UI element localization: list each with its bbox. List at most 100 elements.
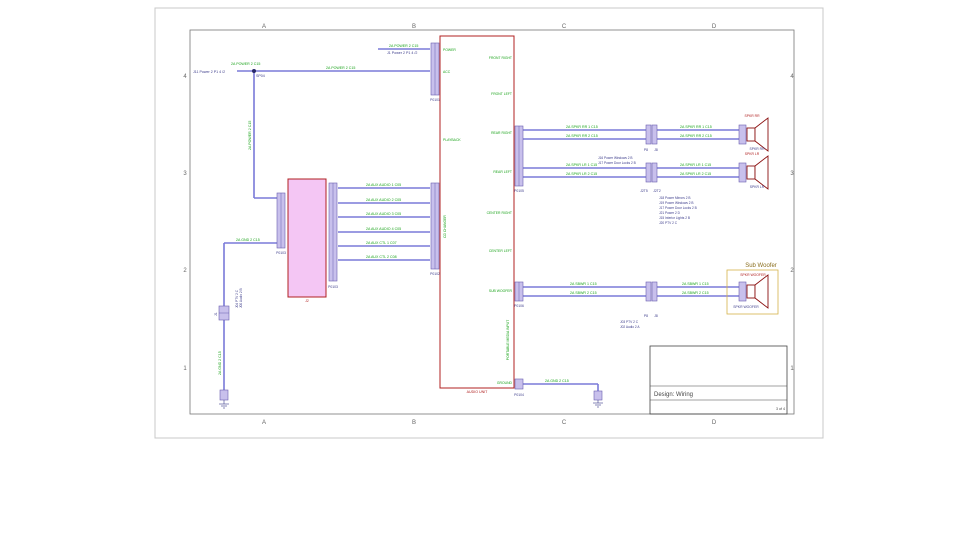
row-label-left-2: 2 xyxy=(183,268,187,274)
row-label-left-4: 4 xyxy=(183,74,187,80)
pin-label-front-left: FRONT LEFT xyxy=(491,92,512,96)
inline-connector-rear-left-label: J2T5 xyxy=(640,189,648,193)
pin-label-ground: GROUND xyxy=(497,381,513,385)
sheet-outer-border xyxy=(154,7,824,439)
svg-text:J19 Power Windows 2 B: J19 Power Windows 2 B xyxy=(659,201,694,205)
connector-p0104-label: P0104 xyxy=(514,393,524,397)
pin-label-center-left: CENTER LEFT xyxy=(489,249,512,253)
inline-connector-sub-left-label: P8 xyxy=(644,314,648,318)
sub-woofer-frame xyxy=(726,269,779,315)
pin-label-cd-changer: CD CHANGER xyxy=(443,215,447,238)
wire-label-rear-2: 2A SPKR LR 2 C15 xyxy=(566,172,597,176)
col-label-top-d: D xyxy=(712,24,717,30)
wire-label-power-top-1: 2A POWER 2 C15 xyxy=(389,44,418,48)
speaker-sub-icon[interactable] xyxy=(738,274,769,309)
inline-connector-rear-right-label: J2T2 xyxy=(653,189,661,193)
speaker-rr-ref: SPKR RR xyxy=(749,147,765,151)
connector-p0105-label: P0105 xyxy=(514,189,524,193)
wire-label-power-left: J11 Power 2 P1 4 /2 xyxy=(193,70,225,74)
pin-label-sub-woofer: SUB WOOFER xyxy=(489,289,513,293)
svg-text:J18 Power Mirrors 2 B: J18 Power Mirrors 2 B xyxy=(659,196,691,200)
left-connector-notes: J04 PTV 2 CJ00 Audio 2 B xyxy=(235,288,243,308)
connector-p0103-right-label: P0103 xyxy=(328,285,338,289)
pin-label-power: POWER xyxy=(443,48,456,52)
inline-connector-rear[interactable] xyxy=(645,162,658,183)
wire-label-gnd-right: 2A GND 2 C15 xyxy=(545,379,569,383)
sub-woofer-title: Sub Woofer xyxy=(745,263,777,269)
wire-label-module-3: 2A AUX AUDIO 3 C05 xyxy=(366,212,401,216)
wire-label-rear-3: 2A SPKR LR 1 C15 xyxy=(680,163,711,167)
wires xyxy=(223,48,739,392)
connector-p0102-label: P0102 xyxy=(430,272,440,276)
module-j2-label: J2 xyxy=(305,299,309,303)
ground-connector-left[interactable] xyxy=(219,389,229,401)
row-label-left-3: 3 xyxy=(183,171,187,177)
svg-text:J17 Power Door Locks 2 B: J17 Power Door Locks 2 B xyxy=(659,206,697,210)
title-design: Design: Wiring xyxy=(654,392,693,398)
pin-label-playback: PLAYBACK xyxy=(443,138,461,142)
pin-label-rear-left: REAR LEFT xyxy=(493,170,512,174)
col-label-bottom-a: A xyxy=(262,420,266,426)
splice-label: SP04 xyxy=(256,74,265,78)
notes-right-block: J18 Power Mirrors 2 B J19 Power Windows … xyxy=(659,196,697,225)
ground-icon-right xyxy=(593,400,603,408)
svg-text:J15 Interior Lights 2 B: J15 Interior Lights 2 B xyxy=(659,216,690,220)
inline-connector-sub[interactable] xyxy=(645,281,658,302)
pin-label-center-right: CENTER RIGHT xyxy=(487,211,512,215)
wire-label-gnd-vert: 2A GND 2 C15 xyxy=(218,351,222,375)
row-label-left-1: 1 xyxy=(183,366,187,372)
col-label-top-a: A xyxy=(262,24,266,30)
ground-icon-left xyxy=(219,400,229,409)
wire-label-power-mid: 2A POWER 2 C15 xyxy=(231,62,260,66)
wire-label-module-5: 2A AUX CTL 1 C07 xyxy=(366,241,397,245)
pin-label-rear-right: REAR RIGHT xyxy=(491,131,512,135)
wire-label-power-top-2: J1 Power 2 P1 4 /2 xyxy=(387,51,417,55)
wire-label-front-1: 2A SPKR RR 1 C15 xyxy=(566,125,598,129)
connector-p0104[interactable] xyxy=(514,378,524,390)
svg-text:J02 Audio 2 A: J02 Audio 2 A xyxy=(620,325,640,329)
wire-label-front-4: 2A SPKR RR 2 C15 xyxy=(680,134,712,138)
wire-label-sub-4: 2A SBWR 2 C15 xyxy=(682,291,709,295)
row-label-right-2: 2 xyxy=(790,268,794,274)
row-label-right-3: 3 xyxy=(790,171,794,177)
splice-dot xyxy=(252,69,256,73)
row-label-right-1: 1 xyxy=(790,366,794,372)
connector-p0103-label: P0103 xyxy=(276,251,286,255)
pin-label-portable-media: PORTABLE MEDIA INPUT xyxy=(506,320,510,360)
inline-connector-front-right-label: J8 xyxy=(654,148,658,152)
wire-labels: 2A POWER 2 C15 J1 Power 2 P1 4 /2 J11 Po… xyxy=(193,44,712,383)
wire-label-module-6: 2A AUX CTL 2 C08 xyxy=(366,255,397,259)
speaker-rl-icon[interactable] xyxy=(738,155,769,190)
wire-label-gnd: 2A GND 2 C15 xyxy=(236,238,260,242)
speaker-rr-icon[interactable] xyxy=(738,117,769,152)
inline-connector-front[interactable] xyxy=(645,124,658,145)
wire-label-rear-4: 2A SPKR LR 2 C15 xyxy=(680,172,711,176)
wire-label-sub-3: 2A SBWR 1 C15 xyxy=(682,282,709,286)
notes-mid-1: J16 Power Windows 2 B xyxy=(598,156,633,160)
wire-label-power-right: 2A POWER 2 C15 xyxy=(326,66,355,70)
col-label-bottom-d: D xyxy=(712,420,717,426)
wire-label-module-2: 2A AUX AUDIO 2 C05 xyxy=(366,198,401,202)
left-connector-name: J1 xyxy=(214,312,218,316)
title-block xyxy=(649,345,788,415)
speaker-rl-ref: SPKR LR xyxy=(750,185,765,189)
wire-label-sub-2: 2A SBWR 2 C15 xyxy=(570,291,597,295)
svg-text:J20 PTV 2 C: J20 PTV 2 C xyxy=(659,221,678,225)
wire-label-sub-1: 2A SBWR 1 C15 xyxy=(570,282,597,286)
wire-label-vertical: 2A POWER 2 C15 xyxy=(248,121,252,150)
wire-label-front-3: 2A SPKR RR 1 C15 xyxy=(680,125,712,129)
pin-label-acc: ACC xyxy=(443,70,451,74)
notes-sub: J03 PTV 2 C J02 Audio 2 A xyxy=(620,320,640,329)
ground-connector-right[interactable] xyxy=(593,390,603,401)
speaker-rr-label: SPKR RR xyxy=(744,114,760,118)
audio-unit-left-pin-labels: POWER ACC PLAYBACK CD CHANGER xyxy=(443,48,461,238)
audio-unit[interactable] xyxy=(439,35,515,389)
module-j2[interactable] xyxy=(287,178,327,298)
connector-p0101-label: P0101 xyxy=(430,98,440,102)
pin-label-front-right: FRONT RIGHT xyxy=(489,56,512,60)
wire-label-front-2: 2A SPKR RR 2 C15 xyxy=(566,134,598,138)
inline-connector-sub-right-label: J8 xyxy=(654,314,658,318)
wire-label-module-1: 2A AUX AUDIO 1 C05 xyxy=(366,183,401,187)
col-label-top-b: B xyxy=(412,24,416,30)
sheet-inner-border xyxy=(189,29,795,415)
